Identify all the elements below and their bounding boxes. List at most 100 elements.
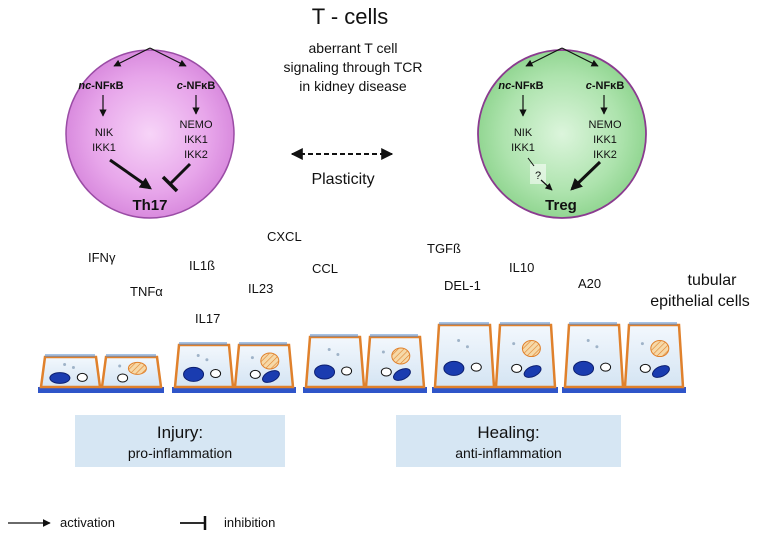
granule [640, 342, 644, 346]
nucleus [523, 365, 542, 378]
th17-inhibition-bar [161, 175, 179, 193]
th17-label: Th17 [132, 197, 167, 214]
th17-activation-arrow [109, 158, 152, 190]
hatched-organelle [260, 352, 280, 370]
th17-c-nfkb-label: c-NFκB [177, 80, 216, 92]
cytokine-il10: IL10 [509, 260, 534, 275]
epithelial-group [432, 322, 558, 393]
nucleus [183, 366, 205, 382]
epithelial-cell [433, 323, 496, 389]
basement-membrane [172, 387, 296, 393]
granule [457, 339, 461, 342]
vesicle [210, 369, 222, 379]
title: T - cells [312, 4, 389, 29]
nucleus [393, 368, 411, 381]
treg-label: Treg [545, 197, 577, 214]
cytokine-tgfb: TGFß [427, 241, 461, 256]
epithelial-group [303, 334, 427, 393]
th17-inhibition-line [168, 162, 192, 186]
brush-border [500, 322, 550, 325]
injury-title: Injury: [156, 423, 204, 442]
vesicle [600, 362, 612, 372]
cytokine-il23: IL23 [248, 281, 273, 296]
treg-nc-nfkb-label: nc-NFκB [498, 80, 543, 92]
granule [196, 354, 200, 357]
cytokine-a20: A20 [578, 276, 601, 291]
brush-border [629, 322, 677, 325]
vesicle [511, 363, 523, 373]
injury-subtitle: pro-inflammation [127, 445, 233, 461]
tubular-epithelium [38, 322, 686, 393]
hatched-organelle [127, 361, 147, 375]
brush-border [45, 354, 95, 357]
brush-border [310, 334, 358, 337]
th17-nemo: NEMO [180, 119, 213, 131]
th17-cell: nc-NFκB c-NFκB NIK IKK1 NEMO IKK1 IKK2 T… [65, 47, 235, 219]
plasticity-label: Plasticity [311, 171, 374, 188]
injury-box: Injury: pro-inflammation [75, 415, 285, 467]
cytokine-cxcl: CXCL [267, 229, 302, 244]
epithelial-cell [494, 323, 557, 389]
brush-border [239, 342, 287, 345]
th17-nc-nfkb-label: nc-NFκB [78, 80, 123, 92]
th17-ikk2: IKK2 [184, 149, 208, 161]
granule [63, 363, 67, 366]
treg-cell: nc-NFκB c-NFκB NIK IKK1 NEMO IKK1 IKK2 ?… [477, 47, 647, 219]
basement-membrane [562, 387, 686, 393]
granule [205, 358, 209, 362]
healing-subtitle: anti-inflammation [455, 445, 562, 461]
granule [250, 356, 254, 360]
cytokine-del1: DEL-1 [444, 278, 481, 293]
granule [465, 345, 469, 349]
cytokine-ifng: IFNγ [88, 250, 116, 265]
nucleus [262, 370, 280, 383]
vesicle [117, 373, 129, 383]
hatched-organelle [521, 340, 541, 358]
treg-ikk2: IKK2 [593, 149, 617, 161]
epithelial-cell [173, 343, 235, 389]
tubular-label-line-2: epithelial cells [650, 293, 750, 310]
treg-ikk1-right: IKK1 [593, 134, 617, 146]
th17-ikk1-left: IKK1 [92, 142, 116, 154]
cytokine-tnfa: TNFα [130, 284, 163, 299]
legend-activation-label: activation [60, 515, 115, 530]
vesicle [249, 369, 261, 379]
vesicle [470, 362, 482, 372]
vesicle [639, 363, 651, 373]
granule [381, 350, 385, 354]
granule [118, 364, 122, 368]
th17-nik: NIK [95, 127, 114, 139]
brush-border [370, 334, 418, 337]
treg-c-nfkb-label: c-NFκB [586, 80, 625, 92]
treg-nik: NIK [514, 127, 533, 139]
tubular-label-line-1: tubular [688, 272, 738, 289]
granule [71, 366, 75, 369]
cytokine-il1b: IL1ß [189, 258, 215, 273]
epithelial-cell [304, 335, 366, 389]
treg-activation-arrow [570, 160, 602, 191]
th17-cell-body [65, 49, 235, 219]
nucleus [573, 360, 595, 376]
basement-membrane [303, 387, 427, 393]
granule [336, 353, 340, 356]
epithelial-cell [39, 355, 102, 389]
brush-border [569, 322, 617, 325]
subtitle-line-1: aberrant T cell [309, 40, 398, 56]
epithelial-group [562, 322, 686, 393]
treg-unknown-box [530, 164, 546, 184]
vesicle [341, 366, 353, 376]
treg-ikk1-left: IKK1 [511, 142, 535, 154]
treg-unknown-arrow [540, 179, 553, 191]
basement-membrane [432, 387, 558, 393]
granule [512, 342, 516, 346]
treg-nemo: NEMO [589, 119, 622, 131]
healing-box: Healing: anti-inflammation [396, 415, 621, 467]
vesicle [380, 367, 392, 377]
treg-unknown-mark: ? [535, 170, 541, 182]
epithelial-group [38, 354, 164, 393]
cytokine-il17: IL17 [195, 311, 220, 326]
brush-border [106, 354, 156, 357]
cytokine-ccl: CCL [312, 261, 338, 276]
subtitle-line-2: signaling through TCR [283, 59, 422, 75]
